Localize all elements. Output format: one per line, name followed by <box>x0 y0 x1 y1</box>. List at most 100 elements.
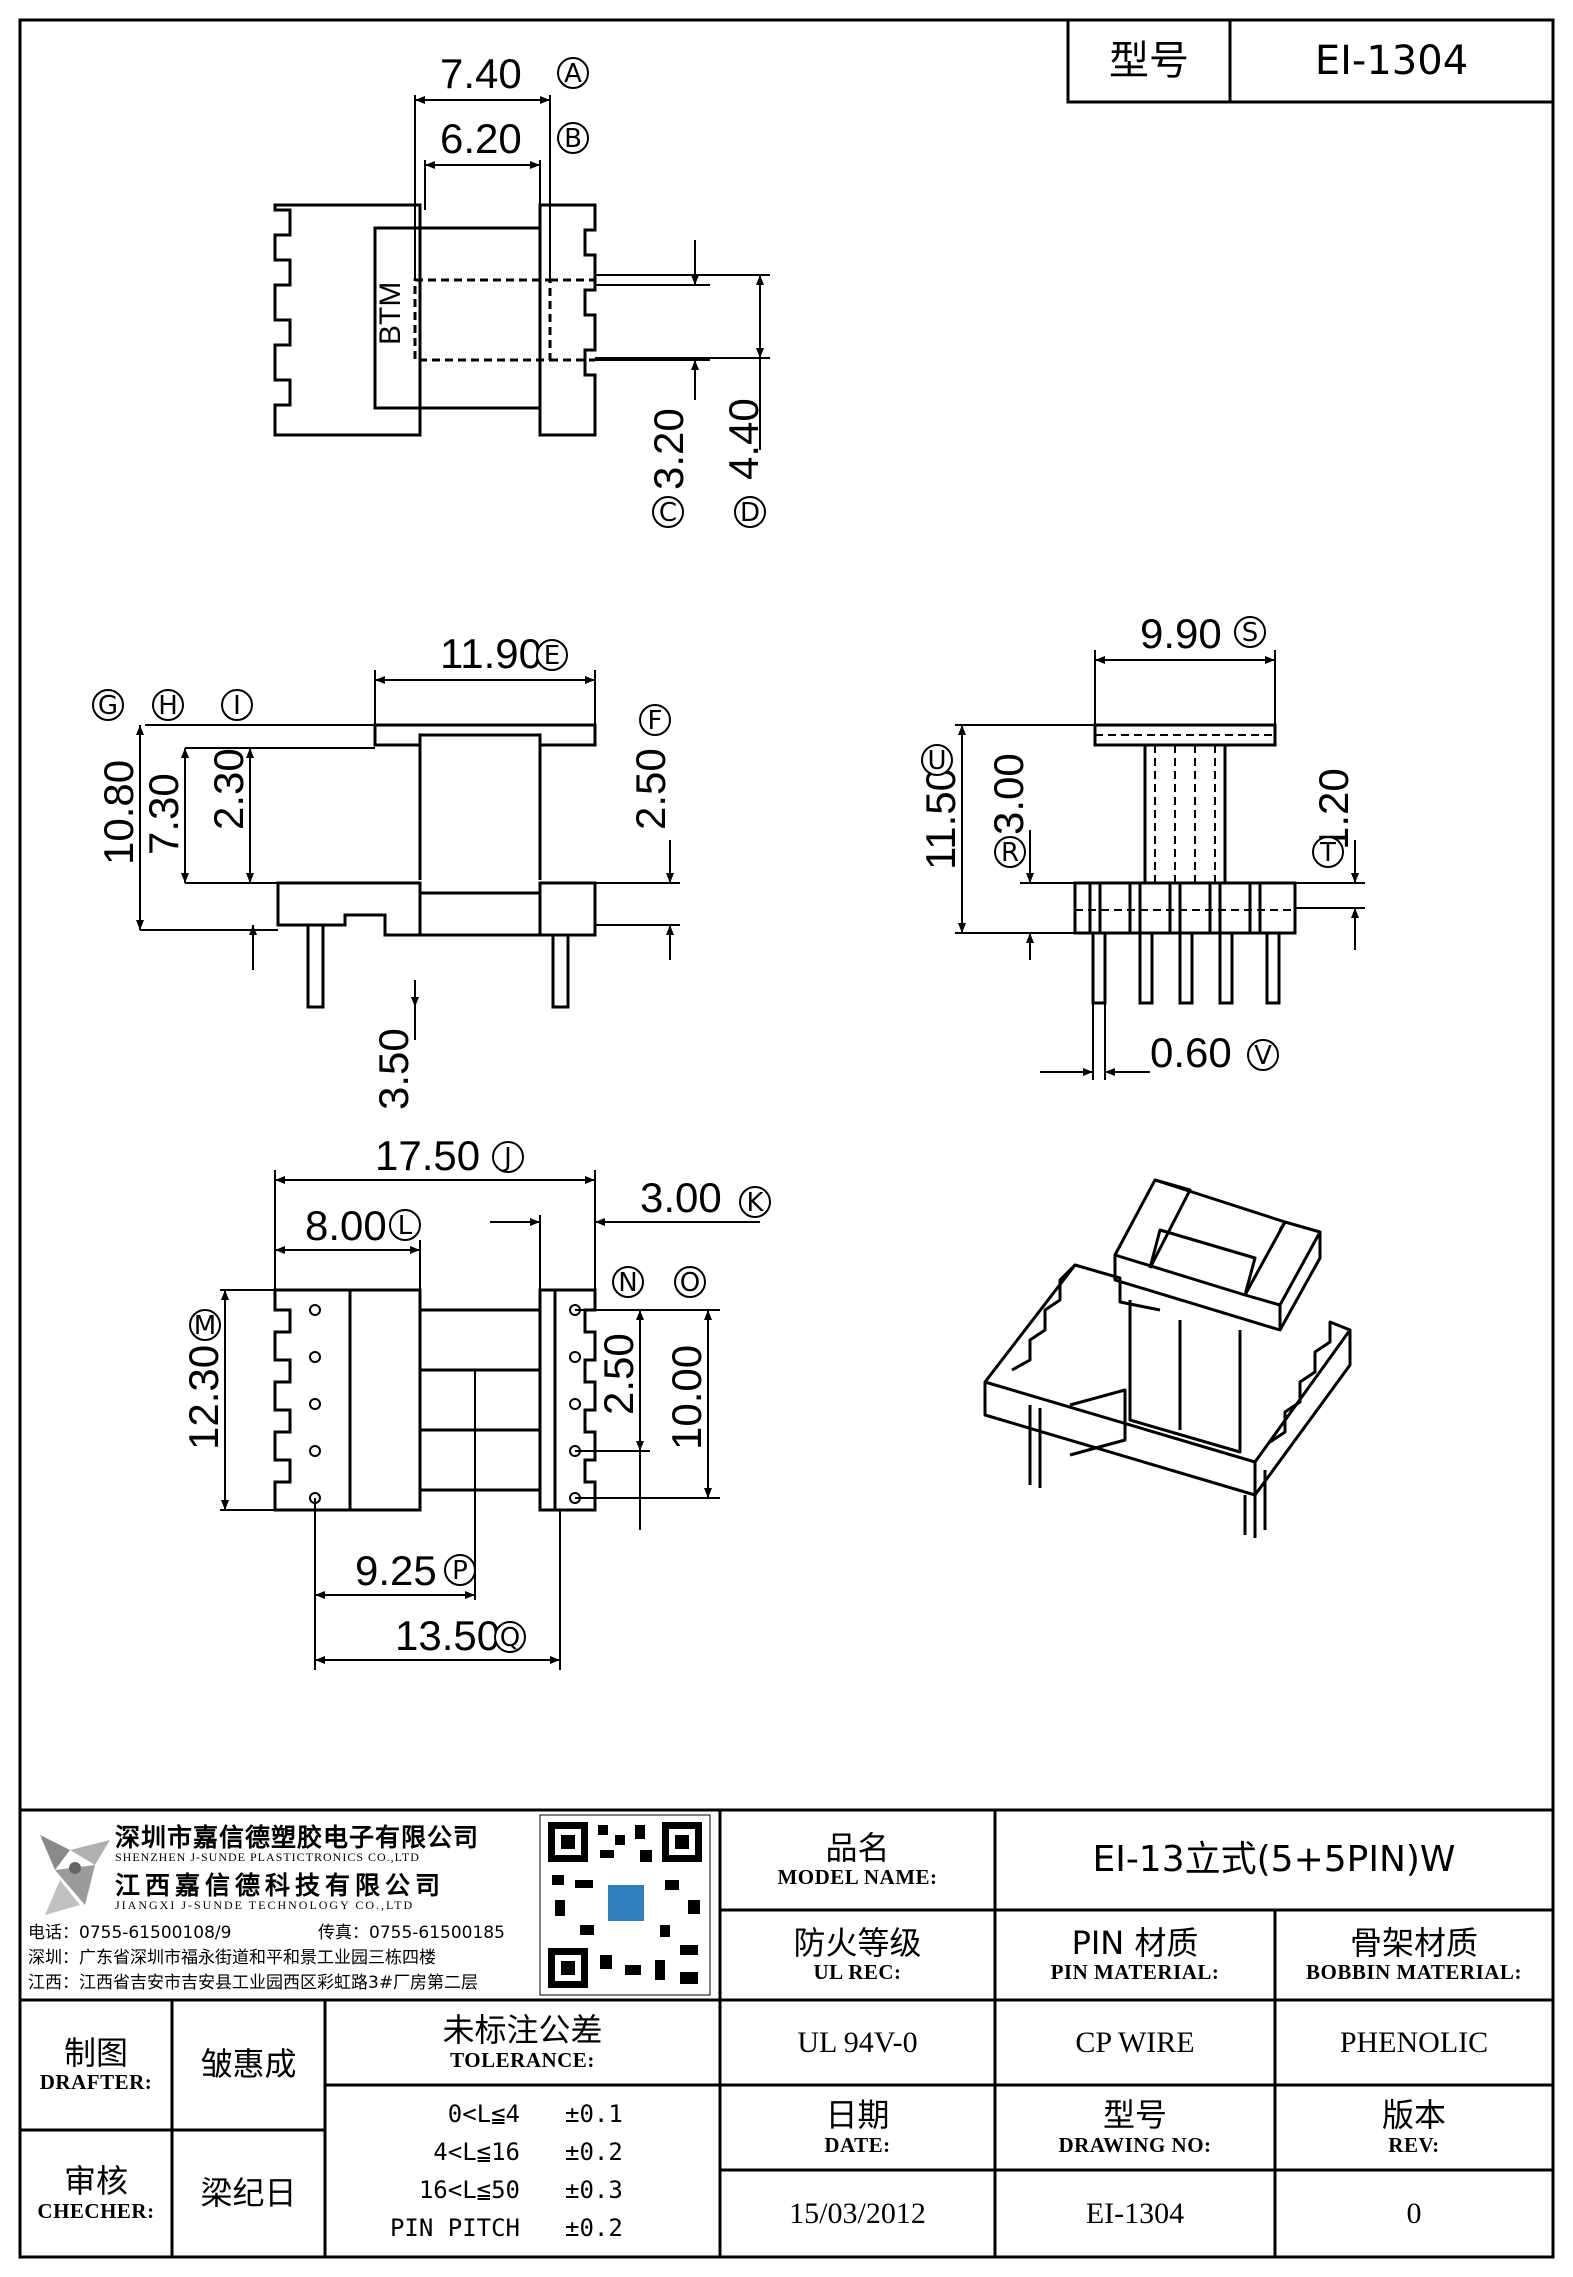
dim-s: 9.90 <box>1140 610 1222 657</box>
company-name-cn-1: 深圳市嘉信德塑胶电子有限公司 <box>115 1823 480 1852</box>
tag-l: L <box>398 1211 413 1241</box>
dimension-tags <box>92 57 1344 1653</box>
dim-j: 17.50 <box>375 1132 480 1179</box>
tag-bubble-j <box>492 1141 524 1173</box>
tag-i: I <box>233 691 241 721</box>
tolerance-value-1: ±0.1 <box>565 2100 623 2128</box>
tag-bubble-v <box>1247 1039 1279 1071</box>
dim-o: 10.00 <box>663 1345 710 1450</box>
dim-t: 1.20 <box>1310 768 1357 850</box>
tag-bubble-n <box>612 1266 644 1298</box>
tag-c: C <box>659 498 677 528</box>
company-fax: 传真：0755-61500185 <box>318 1923 505 1943</box>
tolerance-range-4: PIN PITCH <box>389 2214 520 2242</box>
dim-pin-len: 3.50 <box>370 1028 417 1110</box>
dim-u: 11.50 <box>917 768 964 870</box>
tolerance-value-2: ±0.2 <box>565 2138 623 2166</box>
front-view <box>276 723 597 1009</box>
dim-a: 7.40 <box>440 50 522 97</box>
tolerance-range-2: 4<L≦16 <box>433 2138 520 2166</box>
dimension-tag-letters: A B C D E F G H I J K L M N O P Q R S T … <box>98 59 1336 1653</box>
tag-bubble-k <box>739 1186 771 1218</box>
btm-label: BTM <box>374 282 407 345</box>
dim-h: 7.30 <box>140 773 187 855</box>
dim-r: 3.00 <box>985 753 1032 835</box>
side-view <box>1073 723 1297 1005</box>
drawing-no-value: EI-1304 <box>1085 2197 1185 2230</box>
tag-b: B <box>564 124 582 154</box>
tag-o: O <box>680 1268 700 1298</box>
qr-code <box>539 1814 711 1996</box>
drafter-value: 皱惠成 <box>200 2045 297 2084</box>
dim-q: 13.50 <box>395 1612 500 1659</box>
dim-m: 12.30 <box>180 1345 227 1450</box>
tag-bubble-u <box>921 744 953 776</box>
date-value: 15/03/2012 <box>789 2197 926 2230</box>
tag-e: E <box>544 641 560 671</box>
title-block-grid <box>20 18 1555 2257</box>
tag-q: Q <box>500 1623 520 1653</box>
tag-bubble-f <box>639 704 671 736</box>
company-phone: 电话：0755-61500108/9 <box>28 1923 232 1943</box>
top-view-dimensions <box>414 95 770 450</box>
bottom-view <box>273 1288 597 1512</box>
rev-value: 0 <box>1406 2197 1422 2230</box>
bobbin-material-value: PHENOLIC <box>1339 2026 1489 2059</box>
tag-bubble-c <box>652 496 684 528</box>
sheet-border <box>18 18 1555 2259</box>
tag-bubble-g <box>92 689 124 721</box>
model-name-value: EI-13立式(5+5PIN)W <box>1092 1839 1456 1881</box>
tolerance-range-1: 0<L≦4 <box>447 2100 520 2128</box>
tag-r: R <box>1001 838 1019 868</box>
header-model: EI-1304 <box>1314 38 1469 84</box>
isometric-view <box>983 1178 1352 1538</box>
ul-rec-value: UL 94V-0 <box>797 2026 918 2059</box>
tag-k: K <box>746 1188 764 1218</box>
dim-l: 8.00 <box>305 1202 387 1249</box>
tolerance-value-3: ±0.3 <box>565 2176 623 2204</box>
tag-bubble-t <box>1312 836 1344 868</box>
tag-f: F <box>648 706 663 736</box>
company-addr-sz: 深圳：广东省深圳市福永街道和平和景工业园三栋四楼 <box>28 1948 436 1968</box>
tag-bubble-h <box>152 689 184 721</box>
tag-n: N <box>618 1268 637 1298</box>
tag-g: G <box>98 691 118 721</box>
dim-f: 2.50 <box>627 748 674 830</box>
company-name-en-1: SHENZHEN J-SUNDE PLASTICTRONICS CO.,LTD <box>115 1850 420 1864</box>
tag-j: J <box>502 1143 512 1173</box>
tag-d: D <box>740 498 760 528</box>
dim-p: 9.25 <box>355 1547 437 1594</box>
tag-bubble-i <box>221 689 253 721</box>
company-name-en-2: JIANGXI J-SUNDE TECHNOLOGY CO.,LTD <box>115 1898 415 1912</box>
tag-bubble-m <box>189 1309 221 1341</box>
dim-k: 3.00 <box>640 1174 722 1221</box>
tag-bubble-o <box>674 1266 706 1298</box>
tag-s: S <box>1242 618 1259 648</box>
company-name-cn-2: 江西嘉信德科技有限公司 <box>115 1871 446 1900</box>
tag-bubble-e <box>536 639 568 671</box>
side-view-dimensions <box>955 650 1365 1080</box>
checker-value: 梁纪日 <box>200 2173 297 2212</box>
dim-n: 2.50 <box>595 1333 642 1415</box>
dim-g: 10.80 <box>95 760 142 865</box>
tag-bubble-p <box>444 1554 476 1586</box>
dim-e: 11.90 <box>440 630 542 677</box>
tag-v: V <box>1254 1041 1272 1071</box>
pin-material-value: CP WIRE <box>1075 2026 1195 2059</box>
tag-bubble-l <box>389 1209 421 1241</box>
tag-bubble-b <box>557 122 589 154</box>
front-view-dimensions <box>136 670 680 1040</box>
dim-d: 4.40 <box>720 398 767 480</box>
tag-m: M <box>194 1311 216 1341</box>
dim-b: 6.20 <box>440 115 522 162</box>
dim-v: 0.60 <box>1150 1029 1232 1076</box>
